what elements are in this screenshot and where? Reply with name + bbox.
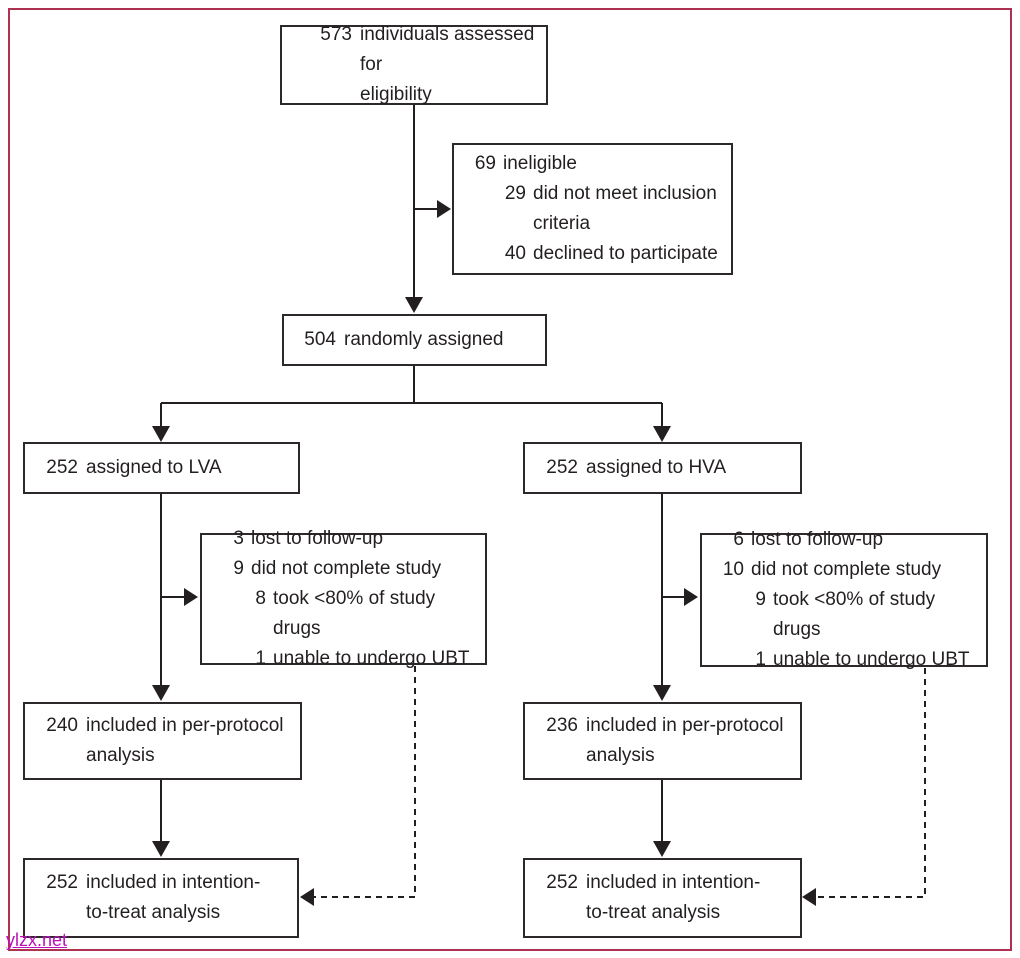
count-value: 29 (504, 183, 526, 204)
line-text: did not complete study (251, 558, 442, 579)
box-line: 29 did not meet inclusion criteria (504, 179, 725, 239)
box-line: 69 ineligible (474, 149, 725, 179)
line-text: assigned to HVA (586, 457, 727, 478)
box-line: 252 included in intention- to-treat anal… (544, 868, 794, 928)
line-text: included in intention- to-treat analysis (586, 872, 761, 923)
box-assigned-lva: 252 assigned to LVA (23, 442, 300, 494)
line-text: unable to undergo UBT (273, 648, 470, 669)
box-lva-intention-to-treat: 252 included in intention- to-treat anal… (23, 858, 299, 938)
line-text: included in intention- to-treat analysis (86, 872, 261, 923)
box-assessed-for-eligibility: 573 individuals assessed for eligibility (280, 24, 548, 105)
count-value: 252 (546, 872, 578, 893)
box-line: 8 took <80% of study drugs (244, 584, 479, 644)
box-hva-per-protocol: 236 included in per-protocol analysis (523, 702, 802, 780)
count-value: 1 (755, 649, 766, 670)
count-value: 252 (46, 872, 78, 893)
line-text: lost to follow-up (251, 528, 384, 549)
line-text: lost to follow-up (751, 529, 884, 550)
box-line: 6 lost to follow-up (722, 525, 980, 555)
count-value: 573 (320, 24, 352, 45)
box-line: 9 took <80% of study drugs (744, 585, 980, 645)
count-value: 69 (474, 153, 496, 174)
line-text: individuals assessed for eligibility (360, 24, 535, 105)
line-text: did not complete study (751, 559, 942, 580)
line-text: took <80% of study drugs (773, 589, 936, 640)
count-value: 252 (546, 457, 578, 478)
box-line: 236 included in per-protocol analysis (544, 711, 794, 771)
line-text: unable to undergo UBT (773, 649, 970, 670)
box-ineligible: 69 ineligible 29 did not meet inclusion … (452, 143, 733, 275)
box-line: 252 included in intention- to-treat anal… (44, 868, 291, 928)
line-text: did not meet inclusion criteria (533, 183, 717, 234)
count-value: 504 (304, 329, 336, 350)
count-value: 1 (255, 648, 266, 669)
count-value: 8 (255, 588, 266, 609)
box-line: 573 individuals assessed for eligibility (318, 20, 540, 110)
line-text: assigned to LVA (86, 457, 222, 478)
count-value: 6 (733, 529, 744, 550)
box-line: 1 unable to undergo UBT (744, 645, 980, 675)
line-text: included in per-protocol analysis (86, 715, 284, 766)
diagram-frame-border (8, 8, 1012, 951)
box-line: 1 unable to undergo UBT (244, 644, 479, 674)
count-value: 9 (233, 558, 244, 579)
count-value: 3 (233, 528, 244, 549)
box-hva-lost-followup: 6 lost to follow-up 10 did not complete … (700, 529, 988, 670)
line-text: ineligible (503, 153, 577, 174)
box-line: 3 lost to follow-up (222, 524, 479, 554)
count-value: 9 (755, 589, 766, 610)
box-assigned-hva: 252 assigned to HVA (523, 442, 802, 494)
box-line: 252 assigned to LVA (44, 453, 292, 483)
box-hva-intention-to-treat: 252 included in intention- to-treat anal… (523, 858, 802, 938)
box-randomly-assigned: 504 randomly assigned (282, 314, 547, 366)
box-line: 252 assigned to HVA (544, 453, 794, 483)
line-text: randomly assigned (344, 329, 504, 350)
box-line: 240 included in per-protocol analysis (44, 711, 294, 771)
line-text: declined to participate (533, 243, 718, 264)
count-value: 40 (504, 243, 526, 264)
count-value: 240 (46, 715, 78, 736)
count-value: 236 (546, 715, 578, 736)
count-value: 10 (722, 559, 744, 580)
count-value: 252 (46, 457, 78, 478)
box-lva-per-protocol: 240 included in per-protocol analysis (23, 702, 302, 780)
box-line: 504 randomly assigned (302, 325, 539, 355)
box-line: 9 did not complete study (222, 554, 479, 584)
line-text: took <80% of study drugs (273, 588, 436, 639)
watermark-link[interactable]: ylzx.net (6, 930, 68, 950)
box-lva-lost-followup: 3 lost to follow-up 9 did not complete s… (200, 528, 487, 669)
line-text: included in per-protocol analysis (586, 715, 784, 766)
box-line: 40 declined to participate (504, 239, 725, 269)
box-line: 10 did not complete study (722, 555, 980, 585)
